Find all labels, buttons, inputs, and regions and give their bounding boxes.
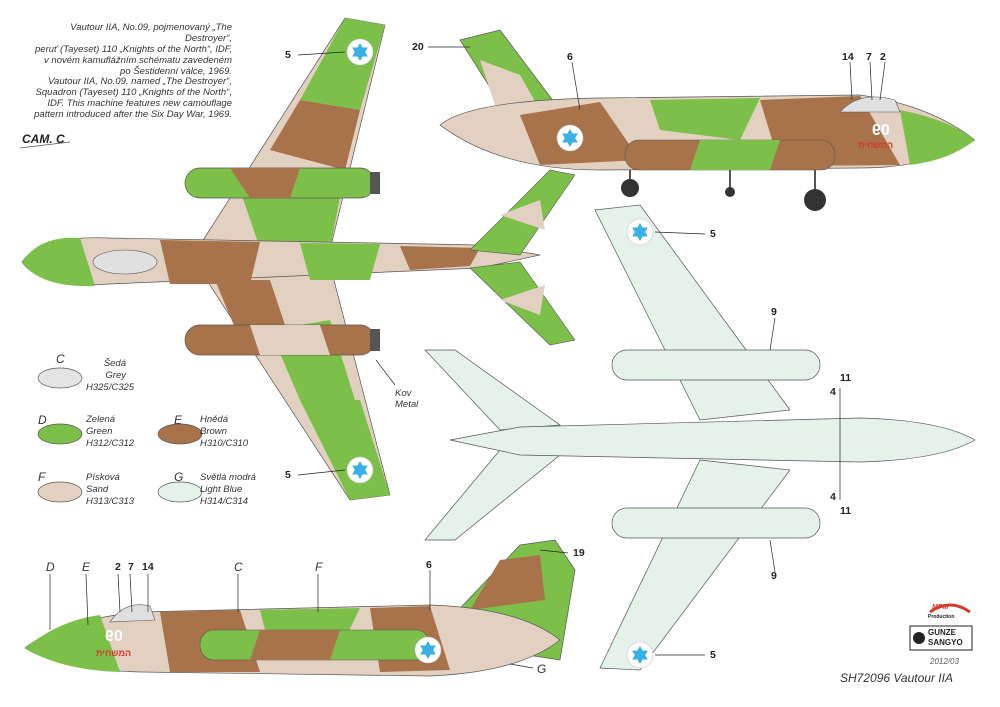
callout-5: 5	[285, 49, 291, 61]
side-view-left	[24, 539, 576, 677]
callout-e: E	[82, 560, 91, 574]
legend-label-g: Světlá modrá Light Blue H314/C314	[200, 472, 256, 507]
legend-key-e: E	[174, 413, 183, 427]
date-text: 2012/03	[930, 657, 959, 666]
legend-key-d: D	[38, 413, 47, 427]
callout-6: 6	[567, 51, 573, 63]
cam-underline	[19, 141, 71, 149]
callout-g: G	[537, 662, 547, 676]
callout-2: 2	[115, 561, 121, 573]
callout-14: 14	[842, 51, 854, 63]
mpm-logo-text: MPM	[932, 604, 949, 611]
callout-9: 9	[771, 306, 777, 318]
callout-7: 7	[866, 51, 872, 63]
callout-6: 6	[426, 559, 432, 571]
legend-key-g: G	[174, 470, 184, 484]
legend-label-d: Zelená Green H312/C312	[86, 414, 135, 449]
description-en: Vautour IIA, No.09, named „The Destroyer…	[34, 76, 232, 120]
legend-key-f: F	[38, 470, 46, 484]
callout-20: 20	[412, 41, 424, 53]
description-cz: Vautour IIA, No.09, pojmenovaný „The Des…	[35, 22, 232, 77]
callout-2: 2	[880, 51, 886, 63]
hebrew-name-right: המשחית	[858, 140, 894, 150]
callout-11: 11	[840, 372, 852, 384]
product-code: SH72096 Vautour IIA	[840, 671, 953, 685]
callout-11: 11	[840, 505, 852, 517]
legend-swatches	[37, 367, 203, 503]
callout-5: 5	[710, 228, 716, 240]
mpm-sub-text: Production	[928, 614, 955, 620]
legend-label-c: Šedá Grey H325/C325	[86, 358, 135, 393]
callout-5: 5	[710, 649, 716, 661]
swatch-d	[37, 423, 83, 445]
callout-5: 5	[285, 469, 291, 481]
leader-lines	[49, 46, 886, 669]
mpm-logo	[929, 603, 971, 614]
legend-key-c: C	[56, 352, 65, 366]
callout-f: F	[315, 560, 323, 574]
callout-4: 4	[830, 491, 836, 503]
swatch-c	[37, 367, 83, 389]
legend-label-e: Hnědá Brown H310/C310	[200, 414, 249, 449]
side-view-right	[439, 29, 976, 211]
tail-number-left: 09	[105, 628, 123, 645]
underside-view	[424, 204, 976, 671]
callout-c: C	[234, 560, 243, 574]
callout-19: 19	[573, 547, 585, 559]
legend-label-f: Písková Sand H313/C313	[86, 472, 135, 507]
tail-number-right: 09	[872, 122, 890, 139]
kov-metal-label: Kov Metal	[395, 388, 419, 410]
camo-scheme-label: CAM. C	[22, 132, 65, 146]
swatch-g	[157, 481, 203, 503]
hebrew-name-left: המשחית	[96, 648, 132, 658]
callout-14: 14	[142, 561, 154, 573]
swatch-f	[37, 481, 83, 503]
callout-9: 9	[771, 570, 777, 582]
callout-4: 4	[830, 386, 836, 398]
top-view	[21, 17, 576, 501]
swatch-e	[157, 423, 203, 445]
gunze-mark-icon	[913, 632, 925, 644]
callout-d: D	[46, 560, 55, 574]
gunze-logo-text: GUNZE SANGYO	[928, 628, 963, 647]
callout-7: 7	[128, 561, 134, 573]
